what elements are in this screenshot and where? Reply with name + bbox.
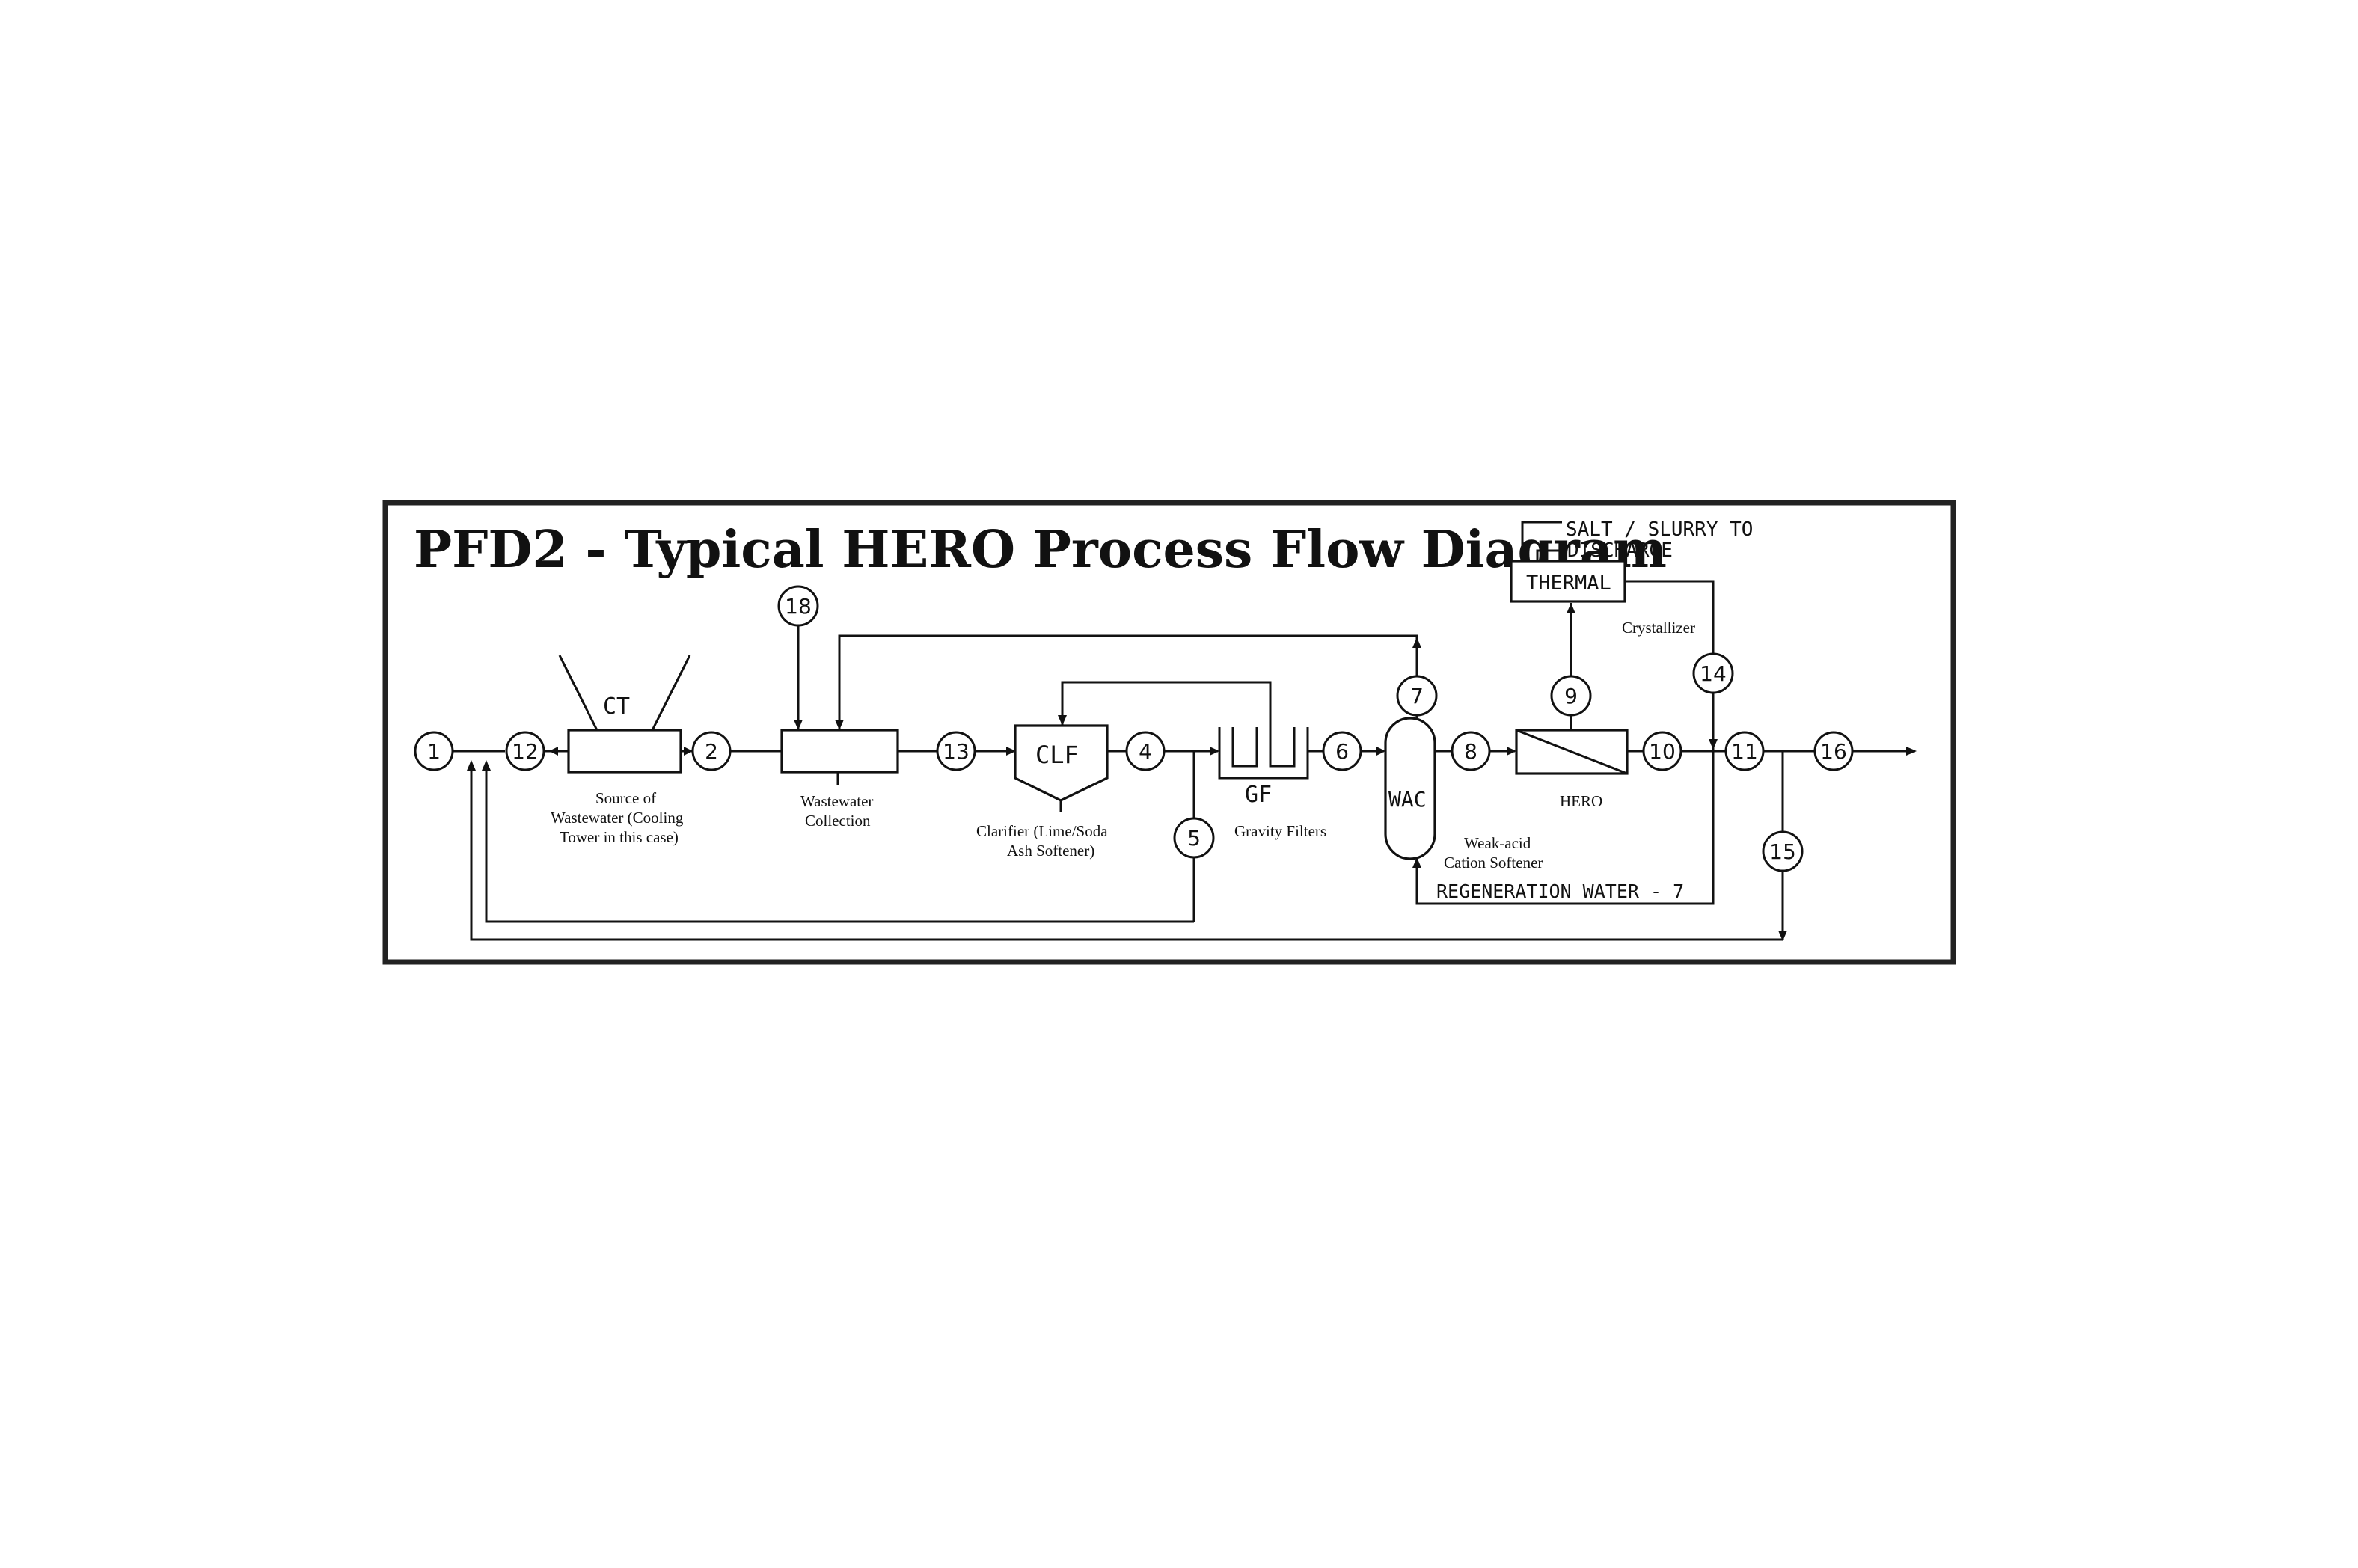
stream-13: 13 xyxy=(936,731,976,771)
stream-5: 5 xyxy=(1173,817,1215,859)
stream-4: 4 xyxy=(1125,731,1166,771)
salt-slurry-note-line2: DISCHARGE xyxy=(1567,539,1673,562)
clarifier-label-1: Clarifier (Lime/Soda xyxy=(976,822,1108,840)
diagram-title: PFD2 - Typical HERO Process Flow Diagram xyxy=(414,520,1667,580)
svg-text:14: 14 xyxy=(1700,661,1727,686)
svg-text:12: 12 xyxy=(512,739,539,764)
stream-1: 1 xyxy=(414,731,454,771)
svg-text:11: 11 xyxy=(1731,739,1758,764)
stream-15: 15 xyxy=(1762,830,1804,872)
wac-label: WAC xyxy=(1388,787,1427,812)
stream-9: 9 xyxy=(1550,675,1592,717)
diagram-frame xyxy=(382,500,1956,965)
gravity-filters-shape xyxy=(1218,727,1309,780)
svg-text:2: 2 xyxy=(705,739,718,764)
regeneration-water-label: REGENERATION WATER - 7 xyxy=(1436,881,1684,902)
svg-text:9: 9 xyxy=(1564,684,1578,708)
clarifier-shape xyxy=(1014,724,1109,802)
wastewater-collection-box xyxy=(780,729,899,774)
svg-text:5: 5 xyxy=(1187,826,1201,851)
stream-14: 14 xyxy=(1692,652,1734,694)
weak-acid-label-1: Weak-acid xyxy=(1464,834,1531,852)
svg-text:1: 1 xyxy=(427,739,441,764)
svg-text:16: 16 xyxy=(1820,739,1847,764)
svg-text:18: 18 xyxy=(785,594,812,619)
clarifier-label-2: Ash Softener) xyxy=(1007,842,1094,860)
salt-slurry-note-line1: SALT / SLURRY TO xyxy=(1566,518,1753,541)
svg-text:10: 10 xyxy=(1649,739,1676,764)
stream-2: 2 xyxy=(691,731,732,771)
gf-label: GF xyxy=(1245,782,1272,808)
source-label-3: Tower in this case) xyxy=(560,828,679,846)
weak-acid-label-2: Cation Softener xyxy=(1444,854,1543,872)
stream-18: 18 xyxy=(777,585,819,627)
ct-label: CT xyxy=(603,693,630,720)
svg-text:13: 13 xyxy=(943,739,970,764)
svg-text:4: 4 xyxy=(1139,739,1152,764)
stream-16: 16 xyxy=(1813,731,1854,771)
stream-7: 7 xyxy=(1396,675,1438,717)
svg-text:15: 15 xyxy=(1769,839,1796,864)
thermal-crystallizer-box xyxy=(1510,560,1626,603)
thermal-label: THERMAL xyxy=(1526,572,1611,595)
source-label-2: Wastewater (Cooling xyxy=(551,809,684,827)
stream-11: 11 xyxy=(1724,731,1765,771)
stream-6: 6 xyxy=(1322,731,1362,771)
source-label-1: Source of xyxy=(595,789,656,807)
stream-12: 12 xyxy=(505,731,545,771)
wac-vessel xyxy=(1384,717,1436,860)
gravity-label: Gravity Filters xyxy=(1234,822,1326,840)
collection-label-2: Collection xyxy=(805,812,871,830)
discharge-line xyxy=(1521,521,1562,561)
svg-text:8: 8 xyxy=(1464,739,1477,764)
regeneration-water-line xyxy=(1415,751,1715,905)
clf-label: CLF xyxy=(1035,741,1079,769)
discharge-line-2 xyxy=(1536,549,1564,561)
collection-label-1: Wastewater xyxy=(800,792,873,810)
svg-text:7: 7 xyxy=(1410,684,1424,708)
cooling-tower-box xyxy=(567,729,682,774)
stream-8: 8 xyxy=(1451,731,1491,771)
hero-label: HERO xyxy=(1560,792,1602,810)
svg-text:6: 6 xyxy=(1335,739,1349,764)
stream-10: 10 xyxy=(1642,731,1682,771)
crystallizer-label: Crystallizer xyxy=(1622,619,1695,637)
